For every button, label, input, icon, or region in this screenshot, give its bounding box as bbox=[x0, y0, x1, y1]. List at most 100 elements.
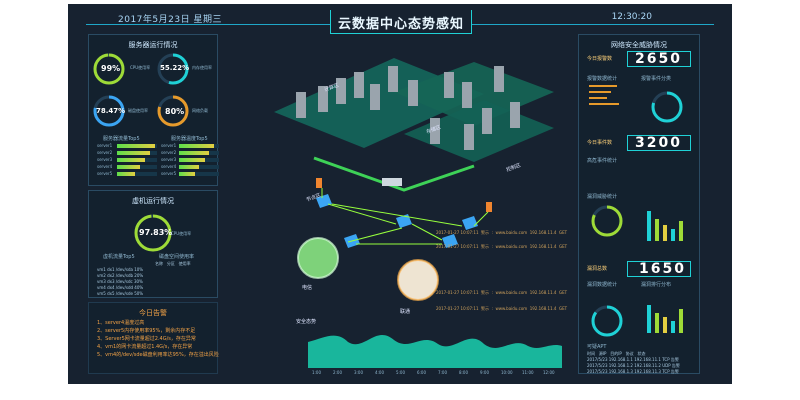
temp-bar bbox=[179, 151, 219, 155]
top5-row-label: server5 bbox=[161, 171, 177, 176]
gauge-mem-value: 55.22% bbox=[160, 64, 190, 72]
server-gauges bbox=[93, 53, 189, 127]
traffic-bar bbox=[117, 158, 157, 162]
trend-tick-label: 7:00 bbox=[438, 370, 447, 375]
vm-col-name: 名称 bbox=[155, 261, 163, 266]
vm-col-part: 分区 bbox=[166, 261, 175, 266]
alarm-box bbox=[627, 51, 691, 67]
trend-tick-label: 8:00 bbox=[459, 370, 468, 375]
trend-tick-label: 4:00 bbox=[375, 370, 384, 375]
apt-title: 可疑APT bbox=[587, 344, 607, 350]
temp-top5-title: 服务器温度Top5 bbox=[171, 136, 208, 142]
traffic-bar bbox=[117, 165, 157, 169]
vm-row: vm3 dx3 /dev/sdc 30% bbox=[97, 279, 143, 284]
trend-tick-label: 1:00 bbox=[312, 370, 321, 375]
top5-row-label: server1 bbox=[97, 143, 113, 148]
right-panel: 网络安全威胁情况 今日报警数 2650 报警数据统计 报警事件分类 bbox=[578, 34, 700, 374]
top5-row-label: server2 bbox=[161, 150, 177, 155]
trend-tick-label: 12:00 bbox=[543, 370, 555, 375]
top5-row-label: server2 bbox=[97, 150, 113, 155]
top5-row-label: server5 bbox=[97, 171, 113, 176]
alerts-title: 今日告警 bbox=[139, 309, 167, 317]
vm-panel: 虚机运行情况 97.83% CPU使用率 虚机流量Top5 磁盘空间使用率 名称… bbox=[88, 190, 218, 298]
apt-col-src: 源IP bbox=[598, 351, 607, 356]
top5-row-label: server4 bbox=[97, 164, 113, 169]
right-row-5: 漏洞数据统计 bbox=[587, 282, 618, 288]
server-panel: 服务器运行情况 99% CPU使用率 55.22% 内存使用率 78.47% 磁… bbox=[88, 34, 219, 186]
vm-panel-title: 虚机运行情况 bbox=[132, 197, 174, 205]
center-area: 计算区 存储区 控制区 节点区 电信 联通 2017-01-27 10:07:1… bbox=[224, 38, 572, 378]
vm-disk-title: 磁盘空间使用率 bbox=[159, 254, 195, 260]
apt-row: 2017/5/23 192.168.1.1 192.168.11.1 TCP 告… bbox=[587, 357, 679, 362]
page-title: 云数据中心态势感知 bbox=[337, 17, 464, 32]
right-row-2: 报警事件分类 bbox=[641, 76, 672, 82]
gauge-net-sub: 网络负载 bbox=[192, 108, 208, 113]
top5-row-label: server4 bbox=[161, 164, 177, 169]
vm-row: vm4 dx4 /dev/sdd 40% bbox=[97, 285, 144, 290]
datacenter-isometric bbox=[274, 58, 562, 368]
trend-title: 安全态势 bbox=[296, 319, 317, 325]
right-panel-title: 网络安全威胁情况 bbox=[611, 41, 667, 49]
date-label: 2017年5月23日 星期三 bbox=[118, 15, 222, 25]
log-line: 2017-01-27 10:07:11 警示 : www.baidu.com 1… bbox=[436, 290, 568, 295]
header-line-left bbox=[86, 24, 330, 25]
right-row-3: 高危事件统计 bbox=[587, 158, 618, 164]
trend-tick-label: 6:00 bbox=[417, 370, 426, 375]
apt-col-time: 时间 bbox=[587, 351, 595, 356]
vm-gauge bbox=[134, 214, 172, 252]
top5-row-label: server3 bbox=[161, 157, 177, 162]
temp-bar bbox=[179, 172, 219, 176]
alerts-panel: 今日告警 1、server4温度过高 2、server5内存使用率95%，剩余内… bbox=[88, 302, 219, 374]
top5-row-label: server3 bbox=[97, 157, 113, 162]
dashboard-screen: 2017年5月23日 星期三 12:30:20 云数据中心态势感知 服务器运行情… bbox=[68, 4, 732, 384]
zone-telecom: 电信 bbox=[302, 285, 313, 291]
event-label: 今日事件数 bbox=[587, 140, 613, 146]
vm-traffic-title: 虚机流量Top5 bbox=[103, 254, 135, 260]
apt-table-header: 时间 源IP 目的IP 协议 状态 bbox=[587, 351, 646, 357]
alert-item: 3、Server5网卡流量超过2.4G/s，存在异常 bbox=[97, 336, 196, 342]
header-bar: 2017年5月23日 星期三 12:30:20 云数据中心态势感知 bbox=[68, 4, 732, 34]
gauge-mem-sub: 内存使用率 bbox=[192, 65, 212, 70]
apt-col-proto: 协议 bbox=[625, 351, 634, 356]
alert-item: 4、vm1的网卡流量超过1.4G/s，存在异常 bbox=[97, 344, 193, 350]
trend-tick-label: 3:00 bbox=[354, 370, 363, 375]
traffic-bar bbox=[117, 172, 157, 176]
apt-row: 2017/5/23 192.168.1.2 192.168.11.2 UDP 告… bbox=[587, 363, 680, 368]
trend-tick-label: 10:00 bbox=[501, 370, 513, 375]
temp-bar bbox=[179, 158, 219, 162]
alert-item: 2、server5内存使用率95%，剩余内存不足 bbox=[97, 328, 196, 334]
log-line: 2017-01-27 10:07:11 警示 : www.baidu.com 1… bbox=[436, 244, 568, 249]
trend-tick-label: 9:00 bbox=[480, 370, 489, 375]
gauge-disk-value: 78.47% bbox=[96, 107, 126, 115]
alarm-label: 今日报警数 bbox=[587, 56, 613, 62]
vm-gauge-value: 97.83% bbox=[139, 228, 173, 237]
vuln-value: 1650 bbox=[639, 261, 686, 277]
time-label: 12:30:20 bbox=[611, 12, 652, 22]
vuln-label: 漏洞总数 bbox=[587, 266, 608, 272]
temp-bar bbox=[179, 144, 219, 148]
vuln-box bbox=[627, 261, 691, 277]
gauge-net-value: 80% bbox=[165, 107, 185, 116]
alarm-value: 2650 bbox=[635, 51, 682, 67]
gauge-disk-sub: 磁盘使用率 bbox=[128, 108, 148, 113]
alert-item: 5、vm4的/dev/sde磁盘利用率达95%，存在溢出风险 bbox=[97, 352, 219, 358]
right-row-1: 报警数据统计 bbox=[587, 76, 618, 82]
apt-row: 2017/5/23 192.168.1.3 192.168.11.3 TCP 告… bbox=[587, 369, 679, 374]
traffic-bar bbox=[117, 144, 157, 148]
gauge-cpu-value: 99% bbox=[101, 64, 121, 73]
log-line: 2017-01-27 10:07:11 警示 : www.baidu.com 1… bbox=[436, 306, 568, 311]
right-row-6: 漏洞排行分布 bbox=[641, 282, 672, 288]
apt-col-dst: 目的IP bbox=[610, 351, 622, 356]
vm-col-rate: 使用率 bbox=[178, 261, 191, 266]
header-line-right bbox=[472, 24, 714, 25]
vm-gauge-sub: CPU使用率 bbox=[171, 231, 192, 236]
traffic-bar bbox=[117, 151, 157, 155]
log-line: 2017-01-27 10:07:11 警示 : www.baidu.com 1… bbox=[436, 230, 568, 235]
vm-row: vm2 dx2 /dev/sdb 20% bbox=[97, 273, 144, 278]
vm-table-header: 名称 分区 使用率 bbox=[155, 261, 191, 267]
event-value: 3200 bbox=[635, 135, 682, 151]
traffic-top5-title: 服务器流量Top5 bbox=[103, 136, 140, 142]
title-frame: 云数据中心态势感知 bbox=[330, 10, 472, 34]
trend-tick-label: 5:00 bbox=[396, 370, 405, 375]
trend-tick-label: 11:00 bbox=[522, 370, 534, 375]
